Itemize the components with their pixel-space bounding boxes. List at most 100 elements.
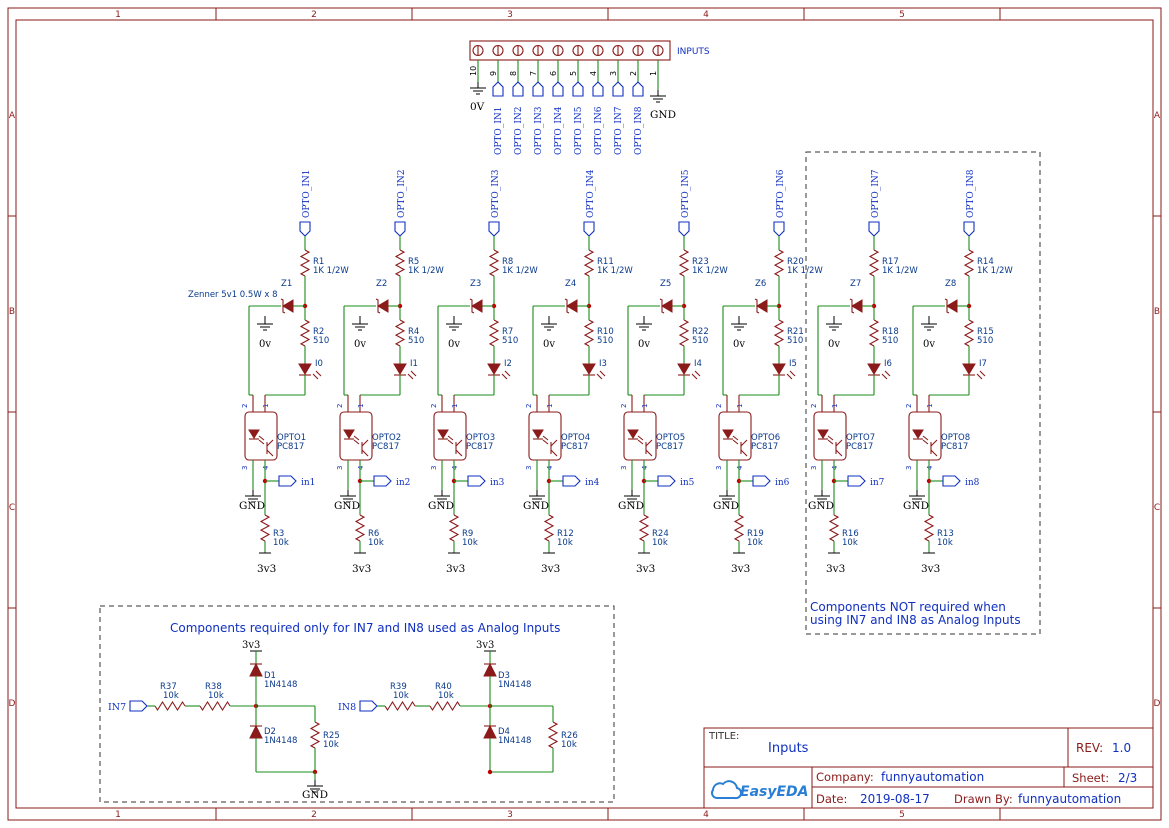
led-resistor-ref: R4	[408, 327, 419, 337]
junction	[487, 769, 493, 775]
input-resistor-value: 1K 1/2W	[977, 266, 1013, 276]
analog-title: Components required only for IN7 and IN8…	[170, 621, 560, 635]
analog-net-label: IN8	[338, 702, 356, 713]
resistor	[199, 700, 231, 712]
row-marker-right: A	[1154, 111, 1161, 121]
net-port	[583, 221, 595, 237]
led-ref: I2	[504, 359, 512, 369]
zener-diode	[946, 299, 958, 313]
drawn-value: funnyautomation	[1018, 792, 1121, 806]
opto-light	[922, 435, 929, 445]
resistor	[638, 514, 650, 542]
zener-bar	[849, 298, 855, 314]
opto-transistor	[930, 439, 938, 457]
resistor	[583, 319, 595, 347]
zero-v-label: 0V	[470, 101, 485, 113]
net-port	[773, 221, 785, 237]
led-ref: I7	[979, 359, 987, 369]
opto-pin-label: 4	[831, 465, 839, 470]
opto-led	[437, 429, 449, 439]
input-resistor-value: 1K 1/2W	[787, 266, 823, 276]
net-port	[359, 700, 378, 712]
opto-pin-label: 1	[546, 404, 554, 408]
opto-led	[912, 429, 924, 439]
ground-label: GND	[428, 500, 454, 512]
led-resistor-value: 510	[692, 336, 708, 346]
zener-diode	[851, 299, 863, 313]
output-net-label: in1	[301, 478, 315, 488]
zener-ref: Z1	[281, 279, 292, 289]
resistor	[733, 514, 745, 542]
resistor	[354, 514, 366, 542]
date-value: 2019-08-17	[860, 792, 930, 806]
row-marker-right: B	[1154, 307, 1160, 317]
led-rays	[501, 370, 511, 380]
pullup-resistor-ref: R6	[368, 529, 379, 539]
opto-transistor	[550, 439, 558, 457]
output-net-label: in5	[680, 478, 695, 488]
resistor	[309, 721, 321, 749]
input-resistor-value: 1K 1/2W	[408, 266, 444, 276]
diode-ref: D1	[264, 671, 276, 681]
resistor	[429, 700, 461, 712]
opto-ref: OPTO6	[751, 433, 780, 443]
input-resistor-ref: R23	[692, 257, 709, 267]
connector-pin-number: 6	[549, 71, 558, 76]
channel-net-label: OPTO_IN7	[871, 169, 881, 218]
connector-pin-number: 9	[489, 71, 498, 76]
opto-light	[447, 435, 454, 445]
opto-pin-label: 3	[620, 466, 628, 470]
analog-net-label: IN7	[108, 702, 126, 713]
net-port	[562, 475, 581, 487]
led-resistor-value: 510	[408, 336, 424, 346]
column-marker-top: 4	[703, 10, 709, 20]
opto-ref: OPTO1	[277, 433, 306, 443]
pullup-resistor-ref: R9	[462, 529, 473, 539]
resistor	[773, 319, 785, 347]
supply-label: 3v3	[352, 563, 371, 575]
led-diode	[582, 363, 596, 375]
net-port	[752, 475, 771, 487]
net-port	[373, 475, 392, 487]
row-marker-left: B	[9, 307, 15, 317]
channel-net-label: OPTO_IN2	[397, 170, 407, 218]
opto-pin-label: 4	[451, 465, 459, 470]
zener-diode	[471, 299, 483, 313]
opto-led	[532, 429, 544, 439]
pullup-resistor-value: 10k	[557, 538, 573, 548]
opto-pin-label: 2	[525, 404, 533, 408]
opto-part: PC817	[751, 442, 778, 452]
pullup-resistor-value: 10k	[462, 538, 478, 548]
channel-net-label: OPTO_IN4	[586, 169, 596, 218]
analog-gnd-label: GND	[302, 789, 328, 801]
input-resistor-value: 1K 1/2W	[882, 266, 918, 276]
channel-net-label: OPTO_IN3	[491, 169, 501, 218]
led-resistor-ref: R7	[502, 327, 513, 337]
resistor	[394, 319, 406, 347]
title-value: Inputs	[768, 741, 809, 756]
ground-0v-label: 0v	[638, 339, 650, 350]
optocoupler-body	[339, 411, 373, 461]
opto-light	[353, 435, 360, 445]
led-rays	[596, 370, 606, 380]
analog-gnd-resistor-ref: R25	[323, 731, 340, 741]
connector-pin-number: 5	[569, 71, 578, 76]
pullup-resistor-ref: R3	[273, 529, 284, 539]
opto-ref: OPTO2	[372, 433, 401, 443]
resistor	[963, 319, 975, 347]
date-label: Date:	[816, 792, 847, 806]
opto-pin-label: 4	[641, 465, 649, 470]
connector-pin-number: 4	[589, 71, 598, 76]
opto-light	[258, 435, 265, 445]
diode-ref: D2	[264, 727, 276, 737]
analog-gnd-resistor-ref: R26	[561, 731, 578, 741]
rev-label: REV:	[1076, 741, 1103, 755]
opto-pin-label: 2	[430, 404, 438, 408]
net-port	[868, 221, 880, 237]
pullup-resistor-value: 10k	[273, 538, 289, 548]
connector-pin-number: 1	[649, 71, 658, 76]
